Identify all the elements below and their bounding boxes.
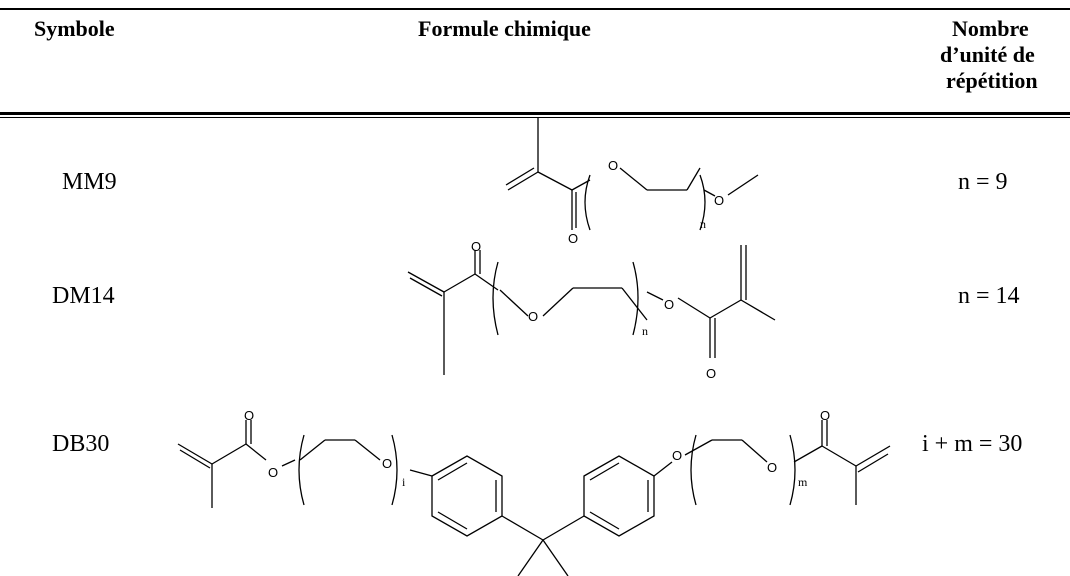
row-dm14-repeat: n = 14 (958, 283, 1020, 309)
db30-oxygen-right-chain: O (767, 460, 777, 475)
top-rule (0, 8, 1070, 10)
row-db30-symbol: DB30 (52, 431, 110, 457)
mm9-oxygen-chain: O (608, 158, 618, 173)
db30-oxygen-left-chain: O (382, 456, 392, 471)
header-repeat-line3: répétition (946, 68, 1038, 93)
dm14-oxygen-right-ester: O (664, 297, 674, 312)
db30-oxygen-left-carbonyl: O (244, 408, 254, 423)
dm14-oxygen-chain: O (528, 309, 538, 324)
header-repeat-line1: Nombre (952, 16, 1029, 41)
dm14-oxygen-left-carbonyl: O (471, 239, 481, 254)
db30-sub-i: i (402, 475, 406, 489)
header-rule-thick (0, 112, 1070, 115)
dm14-sub-n: n (642, 324, 648, 338)
mm9-oxygen-terminal: O (714, 193, 724, 208)
db30-sub-m: m (798, 475, 808, 489)
row-mm9-symbol: MM9 (62, 169, 117, 195)
header-formula: Formule chimique (418, 16, 591, 41)
row-db30-repeat: i + m = 30 (922, 431, 1023, 457)
db30-oxygen-left-ester: O (268, 465, 278, 480)
row-dm14-symbol: DM14 (52, 283, 115, 309)
dm14-oxygen-right-carbonyl: O (706, 366, 716, 381)
header-rule-thin (0, 117, 1070, 118)
mm9-sub-n: n (700, 217, 706, 231)
row-mm9-repeat: n = 9 (958, 169, 1008, 195)
db30-oxygen-right-aryl: O (672, 448, 682, 463)
header-repeat-line2: d’unité de (940, 42, 1035, 67)
db30-oxygen-right-carbonyl: O (820, 408, 830, 423)
header-symbol: Symbole (34, 16, 115, 41)
mm9-oxygen-carbonyl: O (568, 231, 578, 246)
